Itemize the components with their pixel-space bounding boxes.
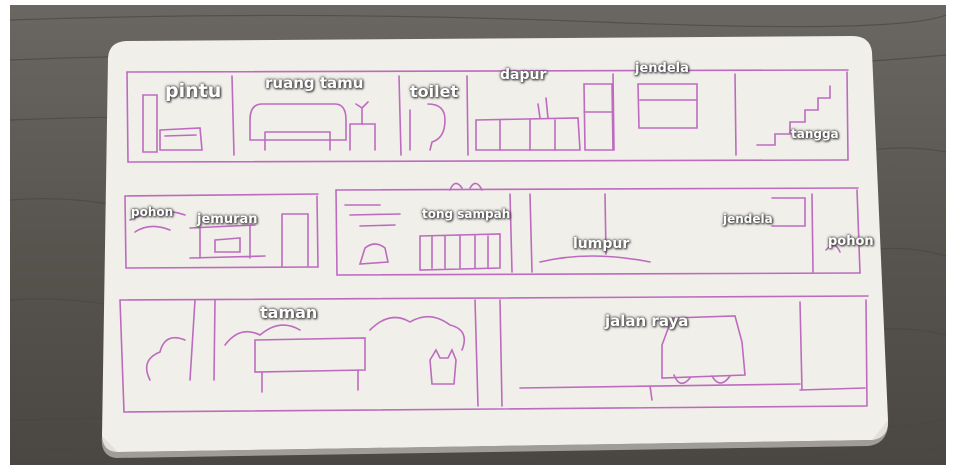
- label-jemuran: jemuran: [197, 212, 258, 227]
- label-tangga: tangga: [791, 127, 839, 141]
- label-lumpur: lumpur: [573, 236, 630, 252]
- sketch-lines: [119, 69, 869, 413]
- label-taman: taman: [260, 303, 318, 322]
- label-jalan-raya: jalan raya: [605, 312, 689, 330]
- label-ruang-tamu: ruang tamu: [265, 74, 364, 92]
- label-jendela-mid: jendela: [723, 212, 773, 226]
- label-dapur: dapur: [500, 67, 547, 83]
- label-pohon-right: pohon: [828, 234, 874, 249]
- label-tong-sampah: tong sampah: [422, 207, 511, 221]
- label-jendela-top: jendela: [635, 61, 689, 76]
- label-pintu: pintu: [165, 80, 222, 102]
- label-pohon-left: pohon: [131, 205, 174, 219]
- label-toilet: toilet: [410, 82, 459, 101]
